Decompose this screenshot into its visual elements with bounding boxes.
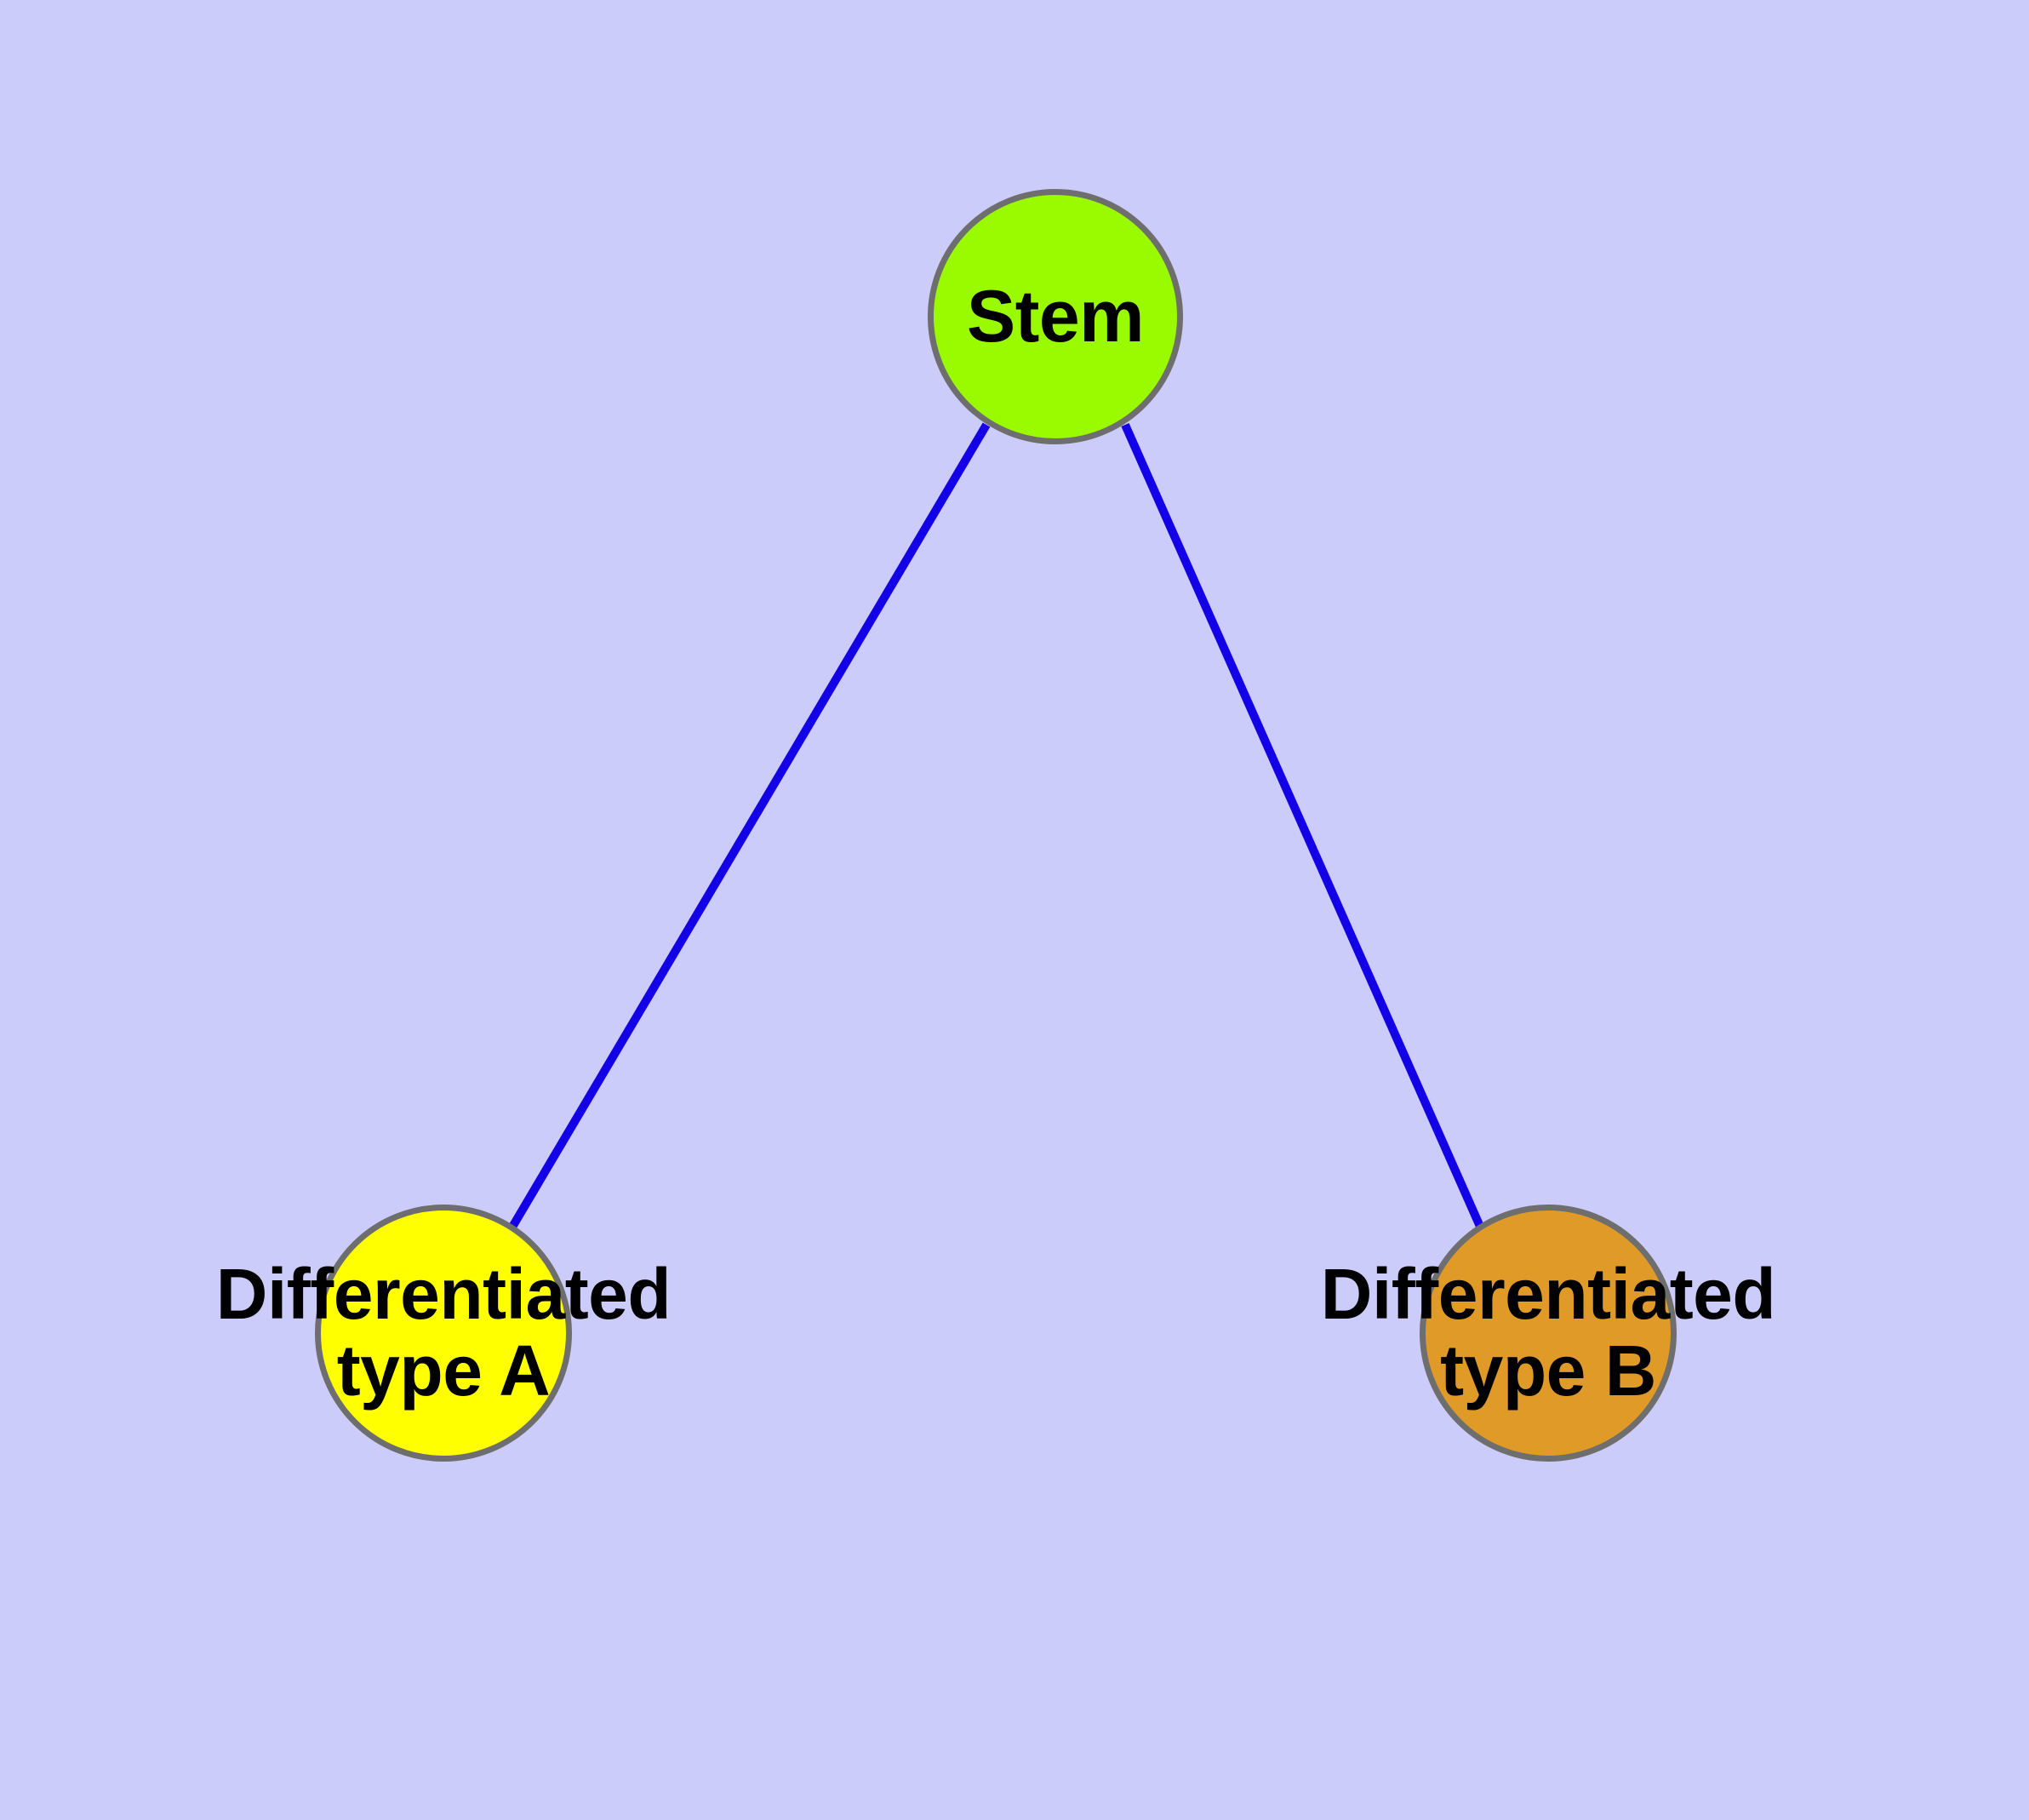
graph-edge-stem-to-diff-b[interactable] — [1121, 422, 1485, 1231]
node-circle-diff_a[interactable] — [315, 1205, 572, 1462]
node-circle-stem[interactable] — [928, 189, 1183, 444]
node-circle-diff_b[interactable] — [1420, 1205, 1677, 1462]
graph-edge-stem-to-diff-a[interactable] — [507, 422, 991, 1231]
